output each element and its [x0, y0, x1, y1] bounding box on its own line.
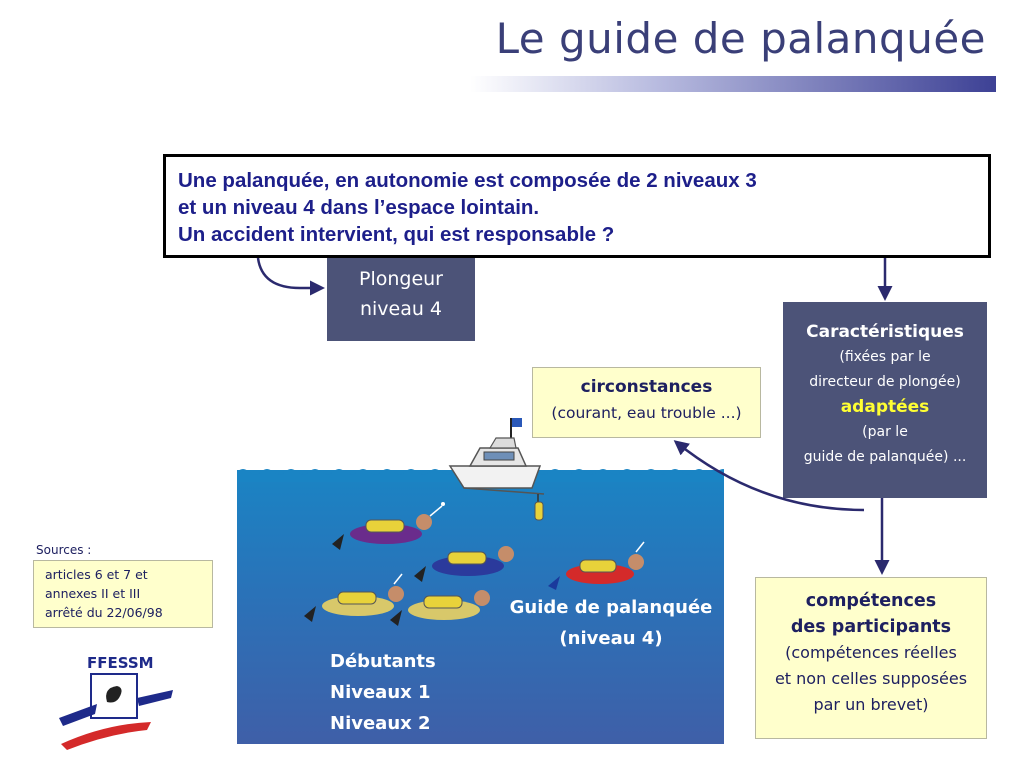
circonstances-detail: (courant, eau trouble ...) [551, 404, 742, 422]
debutants-label-line2: Niveaux 1 [330, 682, 431, 703]
plongeur-line1: Plongeur [358, 268, 443, 290]
sea-area [237, 470, 724, 744]
caracteristiques-line1: (fixées par le [839, 349, 931, 365]
diver-icon [304, 573, 404, 622]
guide-label-line1: Guide de palanquée [509, 597, 713, 618]
question-line2: et un niveau 4 dans l’espace lointain. [178, 196, 540, 219]
boat-icon [448, 418, 545, 504]
title-underline-bar [470, 76, 996, 92]
diver-icon [390, 590, 490, 626]
competences-line3: par un brevet) [813, 695, 929, 714]
caracteristiques-highlight: adaptées [840, 397, 930, 417]
sources-line1: articles 6 et 7 et [45, 567, 148, 582]
circonstances-box: circonstances (courant, eau trouble ...) [532, 367, 761, 438]
caracteristiques-heading: Caractéristiques [806, 322, 964, 342]
competences-line2: et non celles supposées [774, 669, 968, 688]
sources-line3: arrêté du 22/06/98 [45, 605, 163, 620]
debutants-label: Débutants Niveaux 1 Niveaux 2 [330, 646, 436, 739]
caracteristiques-line3: (par le [862, 424, 908, 440]
competences-heading1: compétences [805, 591, 937, 611]
diver-icon [414, 546, 514, 582]
question-box: Une palanquée, en autonomie est composée… [163, 154, 991, 258]
caracteristiques-line2: directeur de plongée) [809, 374, 961, 390]
guide-label-line2: (niveau 4) [559, 628, 663, 649]
arrow-to-circonstances [673, 440, 865, 512]
debutants-label-line3: Niveaux 2 [330, 713, 431, 734]
svg-text:FFESSM: FFESSM [87, 654, 154, 672]
anchor-buoy-icon [534, 501, 544, 521]
competences-heading2: des participants [790, 617, 952, 637]
guide-label: Guide de palanquée (niveau 4) [505, 592, 717, 654]
ffessm-logo: FFESSM [59, 654, 173, 750]
arrow-to-plongeur [256, 257, 325, 296]
sources-title: Sources : [36, 543, 92, 557]
question-line3: Un accident intervient, qui est responsa… [178, 223, 615, 246]
caracteristiques-line4: guide de palanquée) ... [803, 449, 967, 465]
competences-line1: (compétences réelles [785, 643, 957, 662]
guide-diver-icon [548, 541, 645, 590]
question-line1: Une palanquée, en autonomie est composée… [178, 169, 757, 192]
plongeur-niveau-4-box: Plongeur niveau 4 [327, 258, 475, 341]
competences-box: compétences des participants (compétence… [755, 577, 987, 739]
circonstances-heading: circonstances [580, 377, 713, 397]
page-title: Le guide de palanquée [495, 14, 986, 63]
sources-box: articles 6 et 7 et annexes II et III arr… [33, 560, 213, 628]
plongeur-line2: niveau 4 [359, 298, 443, 320]
debutants-label-line1: Débutants [330, 651, 436, 672]
caracteristiques-box: Caractéristiques (fixées par le directeu… [783, 302, 987, 498]
sources-line2: annexes II et III [45, 586, 141, 601]
diver-icon [332, 502, 445, 550]
